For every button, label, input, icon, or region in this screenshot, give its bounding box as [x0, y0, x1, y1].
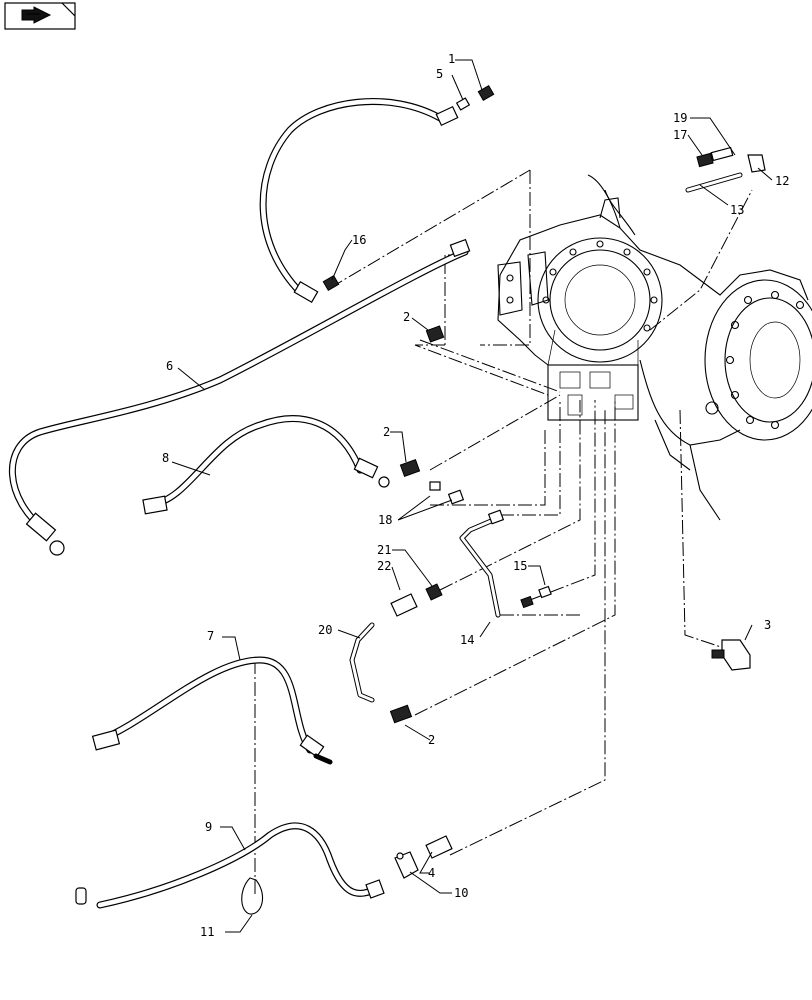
callout-1: 1	[448, 52, 455, 66]
fitting-19	[710, 146, 734, 162]
fitting-18	[429, 481, 465, 505]
axle-housing	[497, 174, 812, 521]
callout-2-top: 2	[403, 310, 410, 324]
callout-6: 6	[166, 359, 173, 373]
callout-labels: 1 5 19 17 12 13 16 2 6 2 8 18 21 22 15 2…	[162, 52, 789, 939]
callout-15: 15	[513, 559, 527, 573]
fitting-13	[685, 172, 743, 193]
callout-4: 4	[428, 866, 435, 880]
hose-8	[142, 415, 390, 515]
leaders	[171, 59, 773, 933]
callout-5: 5	[436, 67, 443, 81]
hose-6	[8, 238, 471, 556]
clamp-11	[241, 877, 264, 915]
phantom-lines	[254, 169, 753, 895]
fitting-22	[390, 593, 418, 617]
fitting-16	[322, 274, 340, 292]
fitting-2-low	[389, 704, 413, 724]
callout-19: 19	[673, 111, 687, 125]
hose-1	[259, 98, 459, 304]
callout-14: 14	[460, 633, 474, 647]
callout-2-low: 2	[428, 733, 435, 747]
callout-3: 3	[764, 618, 771, 632]
fitting-4	[425, 835, 453, 859]
tube-20	[349, 622, 375, 703]
callout-21: 21	[377, 543, 391, 557]
tube-14	[459, 509, 505, 618]
fitting-12	[747, 154, 766, 173]
fitting-10	[394, 851, 419, 879]
fitting-2-top	[425, 325, 445, 343]
callout-13: 13	[730, 203, 744, 217]
hose-7	[91, 656, 333, 765]
callout-7: 7	[207, 629, 214, 643]
callout-8: 8	[162, 451, 169, 465]
callout-18: 18	[378, 513, 392, 527]
callout-22: 22	[377, 559, 391, 573]
nav-arrow-button[interactable]	[4, 2, 76, 30]
callout-12: 12	[775, 174, 789, 188]
callout-10: 10	[454, 886, 468, 900]
arrow-nav-icon	[21, 6, 52, 24]
callout-16: 16	[352, 233, 366, 247]
callout-17: 17	[673, 128, 687, 142]
fitting-1	[455, 84, 495, 111]
callout-2-mid: 2	[383, 425, 390, 439]
plug-end	[75, 887, 87, 905]
callout-11: 11	[200, 925, 214, 939]
bolt-ring-left	[542, 240, 658, 332]
fitting-3	[711, 639, 751, 671]
hose-9	[96, 822, 385, 909]
fitting-2-mid	[399, 458, 421, 478]
bolt-ring-right	[725, 290, 805, 430]
fitting-17	[696, 152, 714, 168]
callout-9: 9	[205, 820, 212, 834]
callout-20: 20	[318, 623, 332, 637]
fitting-21	[425, 583, 443, 601]
fitting-15	[520, 585, 552, 609]
